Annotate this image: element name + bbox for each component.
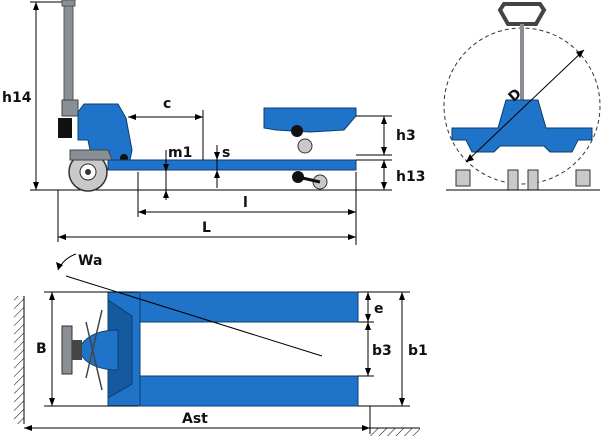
label-h3: h3 — [396, 128, 416, 144]
s-arrow-top — [214, 152, 220, 160]
l-arrow-left — [138, 209, 146, 215]
front-view: D — [443, 1, 601, 191]
front-body — [451, 99, 593, 153]
front-wheel-left — [455, 169, 471, 187]
front-handle-loop — [497, 1, 547, 26]
wheel-fork — [69, 149, 113, 161]
top-link-2 — [85, 309, 103, 379]
c-arrow-right — [195, 114, 203, 120]
h14-arrow-bottom — [33, 182, 39, 190]
label-s: s — [222, 145, 230, 161]
c-arrow-left — [128, 114, 136, 120]
roller-link — [297, 175, 321, 184]
s-arrow-bottom — [214, 170, 220, 178]
label-h14: h14 — [2, 90, 32, 106]
b3-arrow-bottom — [365, 368, 371, 376]
e-arrow-top — [365, 292, 371, 300]
steer-wheel-axle — [85, 169, 91, 175]
front-wheel-center-1 — [507, 169, 519, 191]
fork-lowered — [107, 159, 357, 171]
D-dim-line — [465, 49, 585, 163]
label-b3: b3 — [372, 343, 392, 359]
m1-arrow-top — [163, 164, 169, 172]
handle-top — [61, 0, 76, 7]
h3-arrow-bottom — [381, 147, 387, 155]
top-link-1 — [85, 321, 103, 391]
front-wheel-right — [575, 169, 591, 187]
handle-lever — [58, 118, 72, 138]
pump-housing — [77, 103, 133, 161]
h14-arrow-top — [33, 2, 39, 10]
Ast-arrow-right — [362, 425, 370, 431]
label-L: L — [202, 220, 211, 236]
label-l: l — [243, 195, 248, 211]
D-arrow-bottom — [466, 154, 474, 162]
h3-arrow-top — [381, 116, 387, 124]
B-arrow-top — [49, 292, 55, 300]
label-Ast: Ast — [182, 411, 208, 427]
label-Wa: Wa — [78, 253, 102, 269]
L-arrow-right — [348, 234, 356, 240]
side-view: h14 c m1 s h3 h13 — [2, 0, 425, 245]
fork-top — [137, 291, 359, 323]
raised-roller-2 — [297, 138, 313, 154]
handle-joint — [61, 99, 79, 117]
e-arrow-bottom — [365, 314, 371, 322]
front-wheel-center-2 — [527, 169, 539, 191]
B-arrow-bottom — [49, 398, 55, 406]
top-steer-wheel-1 — [61, 325, 73, 375]
pump-dome — [79, 329, 119, 371]
D-arrow-top — [576, 50, 584, 58]
label-c: c — [163, 96, 171, 112]
Wa-arrow — [56, 262, 63, 270]
L-arrow-left — [58, 234, 66, 240]
l-arrow-right — [348, 209, 356, 215]
Wa-line — [65, 275, 323, 357]
label-m1: m1 — [168, 145, 192, 161]
wall-hatch — [14, 296, 24, 424]
fork-bottom — [137, 375, 359, 407]
b1-arrow-top — [399, 292, 405, 300]
Wa-arc — [57, 253, 77, 271]
Ast-arrow-left — [24, 425, 32, 431]
h13-arrow-bottom — [381, 182, 387, 190]
label-B: B — [36, 341, 47, 357]
h13-arrow-top — [381, 160, 387, 168]
fork-raised — [263, 107, 357, 133]
m1-arrow — [163, 190, 169, 198]
b3-arrow-top — [365, 322, 371, 330]
raised-roller — [291, 125, 303, 137]
b1-arrow-bottom — [399, 398, 405, 406]
top-view: Wa B e b3 b1 Ast — [14, 253, 428, 436]
label-b1: b1 — [408, 343, 428, 359]
floor-hatch — [370, 428, 420, 436]
handle-shaft — [63, 1, 74, 105]
label-h13: h13 — [396, 169, 425, 185]
top-handle-base — [72, 340, 82, 360]
label-e: e — [374, 301, 384, 317]
